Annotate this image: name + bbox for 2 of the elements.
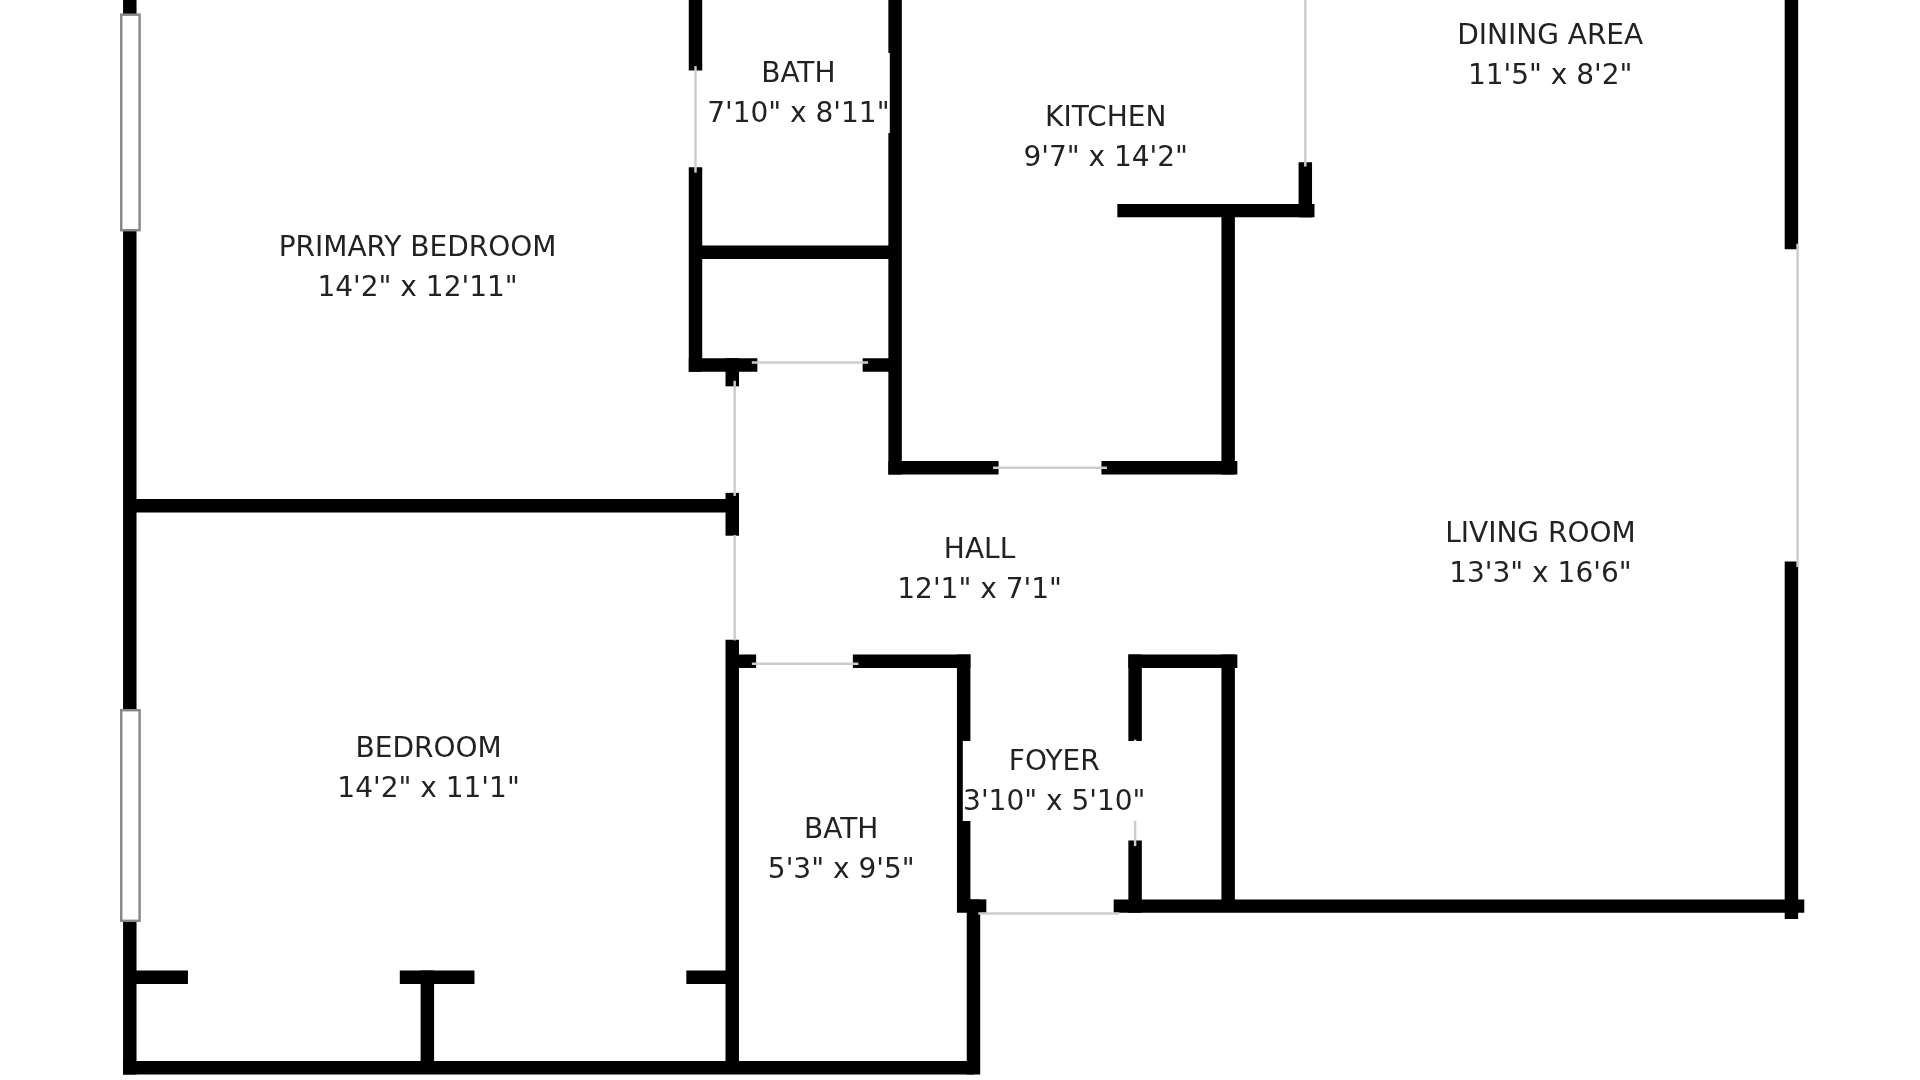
- room-dimensions: 7'10" x 8'11": [707, 93, 890, 134]
- room-dimensions: 3'10" x 5'10": [963, 781, 1146, 822]
